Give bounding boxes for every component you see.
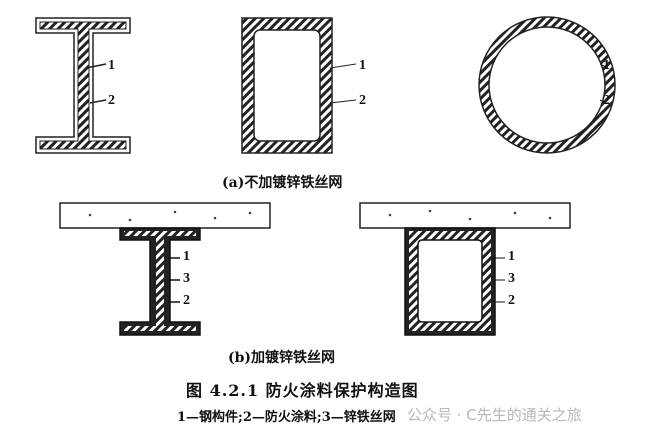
label-fire-coating: 2 [183,293,190,308]
caption-a: (a)不加镀锌铁丝网 [222,175,343,191]
caption-b: (b)加镀锌铁丝网 [228,350,336,366]
label-fire-coating: 2 [359,93,366,108]
label-steel-member: 1 [359,58,366,73]
label-steel-member: 1 [508,249,515,264]
box-section-meshed [404,227,505,336]
concrete-slabs [59,202,571,229]
label-fire-coating: 2 [508,293,515,308]
label-steel-member: 1 [183,249,190,264]
figure-title: 图 4.2.1 防火涂料保护构造图 [186,381,419,400]
circular-section-unmeshed [478,16,616,154]
box-section-unmeshed [241,17,357,154]
watermark: 公众号 · C先生的通关之旅 [407,406,582,424]
label-mesh: 3 [183,271,190,286]
label-steel-member: 1 [603,58,610,73]
label-fire-coating: 2 [108,93,115,108]
figure-legend: 1—钢构件;2—防火涂料;3—锌铁丝网 [177,410,396,425]
i-beam-unmeshed [35,17,131,154]
label-fire-coating: 2 [603,93,610,108]
label-steel-member: 1 [108,58,115,73]
i-beam-meshed [119,227,201,336]
label-mesh: 3 [508,271,515,286]
